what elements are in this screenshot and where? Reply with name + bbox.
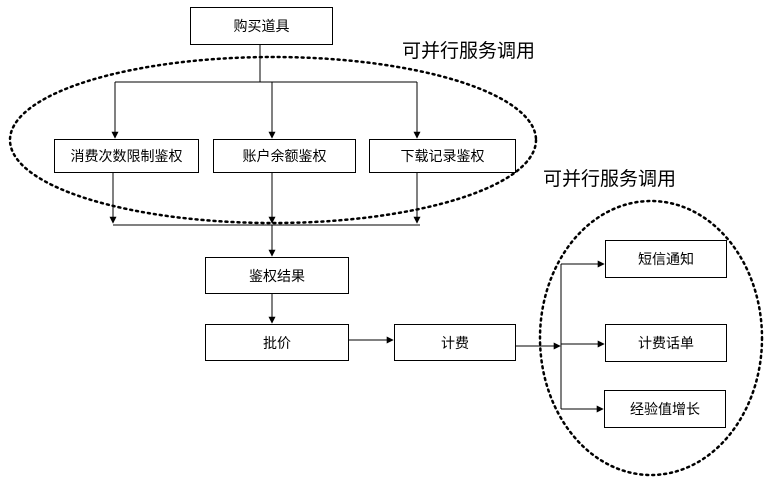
consume-limit-auth-node: 消费次数限制鉴权 — [54, 139, 199, 173]
billing-node: 计费 — [394, 324, 516, 361]
exp-growth-node: 经验值增长 — [604, 390, 726, 428]
auth-result-node: 鉴权结果 — [205, 257, 349, 294]
sms-notify-node: 短信通知 — [605, 240, 727, 278]
pricing-node: 批价 — [205, 324, 349, 361]
balance-auth-node: 账户余额鉴权 — [213, 139, 356, 173]
notify-group-label: 可并行服务调用 — [543, 168, 677, 190]
notify-parallel-group-outline — [538, 199, 764, 477]
purchase-item-node: 购买道具 — [190, 7, 333, 45]
download-record-auth-node: 下载记录鉴权 — [369, 139, 516, 173]
auth-group-label: 可并行服务调用 — [402, 40, 536, 62]
bill-record-node: 计费话单 — [605, 324, 727, 362]
